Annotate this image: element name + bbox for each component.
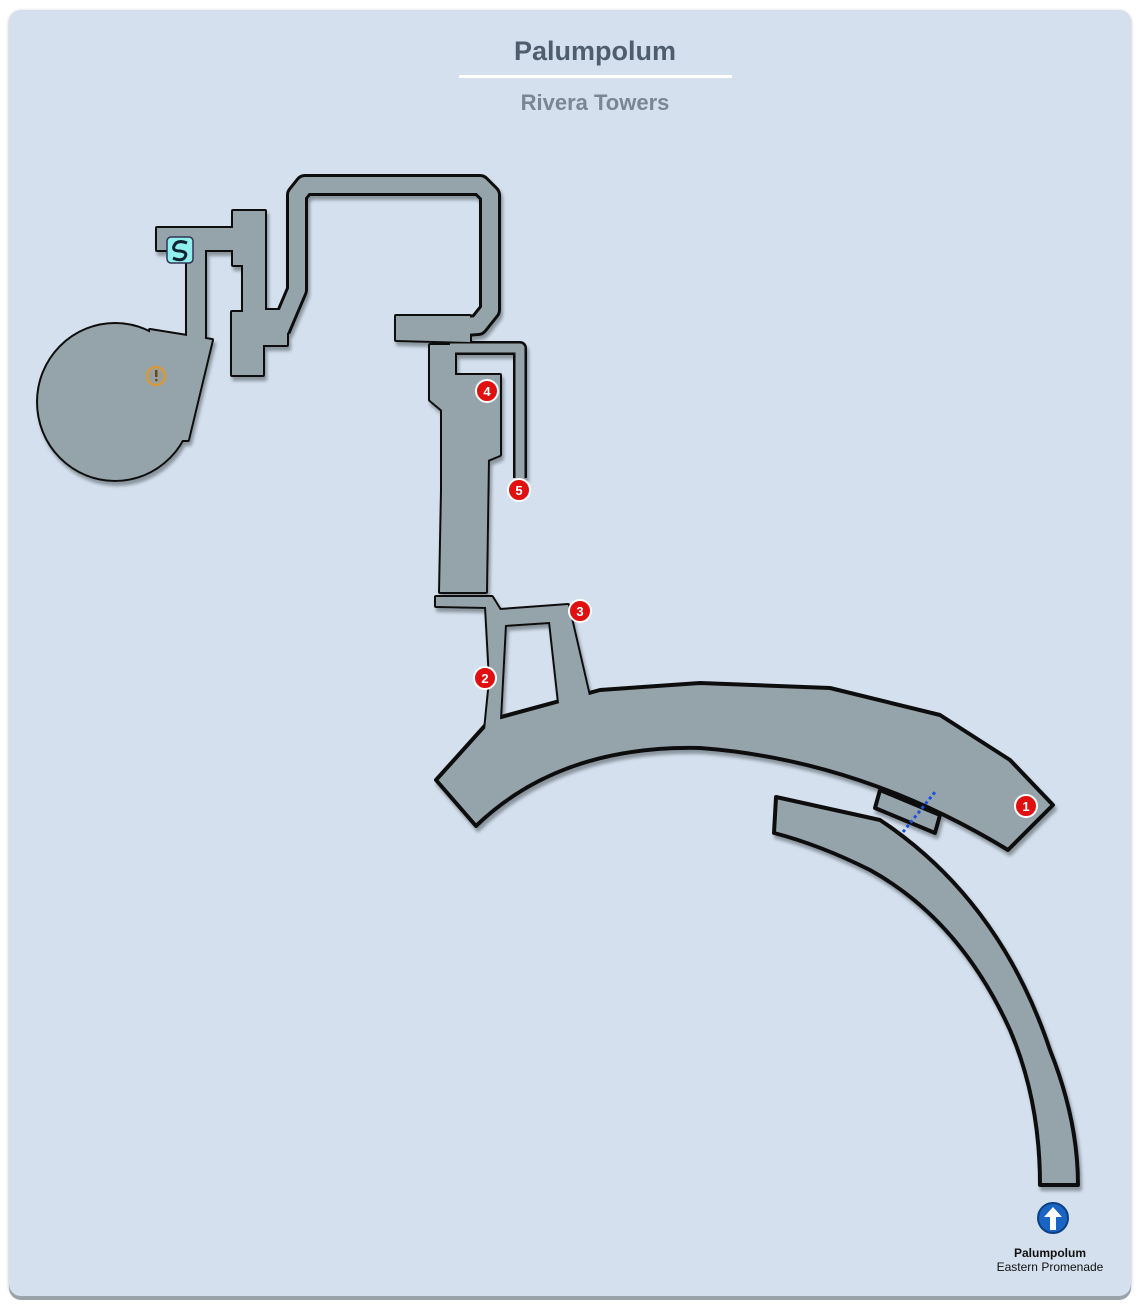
marker-4[interactable]: 4 [475,379,499,403]
alert-icon[interactable] [145,365,167,387]
marker-1[interactable]: 1 [1014,794,1038,818]
svg-text:3: 3 [576,604,583,619]
svg-text:4: 4 [483,384,491,399]
save-point-icon[interactable] [166,236,194,264]
svg-text:2: 2 [481,671,488,686]
svg-text:1: 1 [1022,799,1029,814]
svg-text:5: 5 [515,483,522,498]
marker-5[interactable]: 5 [507,478,531,502]
title-divider [459,75,732,78]
map-subtitle: Rivera Towers [520,90,670,115]
up-arrow-icon[interactable] [1037,1202,1069,1234]
exit-destination-area: Eastern Promenade [996,1260,1104,1274]
marker-3[interactable]: 3 [568,599,592,623]
map-title: Palumpolum [513,36,676,66]
gate-dotted-line [901,791,937,833]
exit-destination-name: Palumpolum [1013,1246,1086,1260]
marker-2[interactable]: 2 [473,666,497,690]
